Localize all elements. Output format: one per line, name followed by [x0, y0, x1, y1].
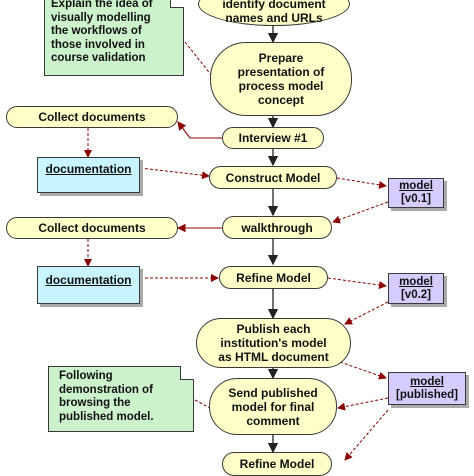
artifact-model-v02: model [v0.2] [388, 273, 444, 304]
process-publish-line1: Publish each [236, 322, 311, 336]
note-explain-idea: Explain the idea of visually modelling t… [44, 0, 184, 76]
process-publish-line2: institution's model [220, 336, 327, 350]
artifact-model-published: model [published] [388, 372, 466, 405]
process-refine2-label: Refine Model [239, 457, 315, 471]
note-bottom-line2: demonstration of [59, 383, 153, 396]
note-bottom-line1: Following [59, 370, 113, 382]
note-following-demonstration: Following demonstration of browsing the … [48, 366, 194, 432]
artifact-model3-version: [published] [396, 388, 458, 401]
arrow-model2-publish [344, 301, 389, 325]
process-send-line3: comment [246, 413, 300, 428]
arrow-construct-model1 [336, 177, 387, 189]
arrow-doc1-construct [139, 167, 210, 180]
process-refine1-label: Refine Model [236, 270, 311, 285]
note-anchor-top [184, 41, 213, 77]
artifact-documentation-1: documentation [37, 157, 140, 193]
artifact-model3-title: model [410, 375, 444, 388]
process-collect-documents-1: Collect documents [6, 106, 178, 128]
process-prepare-line2: presentation of [237, 65, 325, 79]
process-prepare-line4: concept [257, 93, 304, 107]
process-collect-documents-2: Collect documents [6, 217, 178, 239]
note-bottom-line3: browsing the [59, 397, 131, 409]
arrow-publish-model3 [339, 361, 387, 380]
arrow-interview-collect1 [177, 121, 222, 139]
process-identify-line2: names and URLs [225, 11, 323, 25]
note-anchor-bottom [194, 399, 211, 409]
process-interview: Interview #1 [222, 127, 324, 149]
note-top-line1: Explain the idea of [51, 0, 153, 10]
artifact-model2-version: [v0.2] [400, 288, 432, 301]
artifact-doc2-label: documentation [45, 273, 132, 287]
process-publish-model: Publish each institution's model as HTML… [196, 318, 351, 368]
process-send-published: Send published model for final comment [209, 378, 337, 435]
note-top-line2: visually modelling [51, 11, 151, 24]
process-identify-line1: identify document [222, 0, 326, 11]
arrow-refine-model2 [327, 277, 387, 290]
arrow-send-model3-lower [344, 409, 389, 461]
note-top-line4: those involved in [51, 38, 145, 51]
process-publish-line3: as HTML document [218, 350, 329, 364]
artifact-doc1-label: documentation [45, 162, 132, 176]
process-walkthrough-label: walkthrough [241, 220, 313, 235]
note-bottom-line4: published model. [59, 410, 154, 423]
process-prepare-line1: Prepare [258, 51, 304, 65]
process-send-line2: model for final [231, 399, 315, 414]
process-collect1-label: Collect documents [38, 110, 146, 124]
artifact-model1-title: model [399, 180, 433, 192]
process-prepare-line3: process model [238, 79, 324, 93]
artifact-model1-version: [v0.1] [400, 193, 432, 205]
process-prepare-presentation: Prepare presentation of process model co… [210, 42, 352, 116]
process-refine-model-2: Refine Model [222, 452, 332, 476]
process-collect2-label: Collect documents [38, 221, 146, 235]
note-fold-corner [170, 0, 184, 8]
artifact-model2-title: model [399, 275, 433, 288]
process-send-line1: Send published [228, 385, 318, 400]
artifact-model-v01: model [v0.1] [388, 178, 444, 208]
note-top-line3: the workflows of [51, 25, 142, 37]
process-refine-model-1: Refine Model [219, 266, 328, 289]
arrow-model1-walkthrough [332, 201, 389, 224]
arrow-model3-send [337, 397, 389, 411]
process-construct-label: Construct Model [225, 170, 321, 185]
process-interview-label: Interview #1 [238, 131, 308, 145]
artifact-documentation-2: documentation [37, 266, 140, 304]
process-walkthrough: walkthrough [222, 216, 332, 239]
process-construct-model: Construct Model [209, 166, 337, 189]
note-top-line5: course validation [51, 52, 146, 64]
note-fold-corner [180, 366, 194, 380]
